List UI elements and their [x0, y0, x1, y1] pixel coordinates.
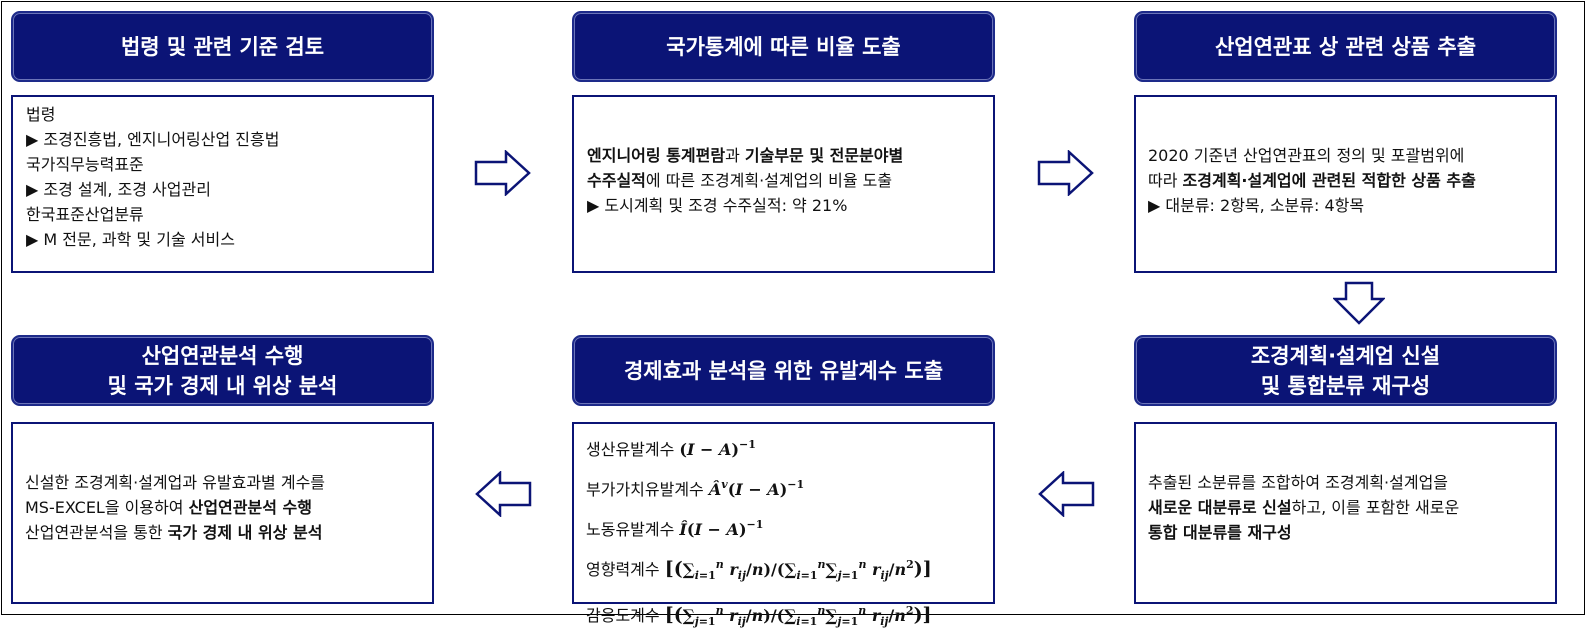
step3-line2: 따라 조경계획·설계업에 관련된 적합한 상품 추출: [1148, 168, 1476, 193]
step2-text: 에 따른 조경계획·설계업의 비율 도출: [645, 171, 893, 190]
step1-line: ▶ M 전문, 과학 및 기술 서비스: [26, 230, 235, 249]
diagram-frame: [1, 1, 1585, 615]
step6-text: 산업연관분석을 통한: [25, 523, 168, 542]
step4-emph: 통합 대분류를 재구성: [1148, 523, 1292, 542]
step4-box: 추출된 소분류를 조합하여 조경계획·설계업을 새로운 대분류로 신설하고, 이…: [1134, 422, 1557, 604]
step6-emph: 국가 경제 내 위상 분석: [167, 523, 323, 542]
step4-text: 하고, 이를 포함한 새로운: [1291, 498, 1460, 517]
step4-title-line1: 조경계획·설계업 신설: [1250, 343, 1441, 368]
arrow-right-icon: [1037, 150, 1094, 196]
step3-emph: 조경계획·설계업에 관련된 적합한 상품 추출: [1182, 171, 1476, 190]
step1-title: 법령 및 관련 기준 검토: [120, 34, 325, 59]
arrow-left-icon: [475, 471, 532, 517]
step5-title: 경제효과 분석을 위한 유발계수 도출: [623, 358, 944, 383]
step1-line: ▶ 조경 설계, 조경 사업관리: [26, 180, 211, 199]
step6-title-line2: 및 국가 경제 내 위상 분석: [107, 373, 338, 398]
coef-production: 생산유발계수 (I − A)−1: [586, 427, 932, 467]
arrow-down-icon: [1333, 281, 1385, 325]
step2-line3: ▶ 도시계획 및 조경 수주실적: 약 21%: [587, 196, 848, 215]
formula-sensitivity: [(∑j=1n rij/n)/(∑i=1n∑j=1n rij/n2)]: [664, 604, 932, 628]
step3-title: 산업연관표 상 관련 상품 추출: [1214, 34, 1477, 59]
step1-line: 국가직무능력표준: [26, 155, 144, 174]
step3-line3: ▶ 대분류: 2항목, 소분류: 4항목: [1148, 196, 1365, 215]
formula-influence: [(∑i=1n rij/n)/(∑i=1n∑j=1n rij/n2)]: [664, 558, 932, 582]
coef-label: 생산유발계수: [586, 440, 675, 459]
step6-header: 산업연관분석 수행 및 국가 경제 내 위상 분석: [11, 335, 434, 406]
step2-box: 엔지니어링 통계편람과 기술부문 및 전문분야별 수주실적에 따른 조경계획·설…: [572, 95, 995, 273]
step6-text: MS-EXCEL을 이용하여: [25, 498, 189, 517]
step2-emph: 수주실적: [587, 171, 646, 190]
arrow-left-icon: [1038, 471, 1095, 517]
formula-value-added: Âv(I − A)−1: [708, 478, 805, 499]
step2-line1: 엔지니어링 통계편람과 기술부문 및 전문분야별: [587, 143, 903, 168]
step1-line: ▶ 조경진흥법, 엔지니어링산업 진흥법: [26, 130, 280, 149]
step4-line2: 새로운 대분류로 신설하고, 이를 포함한 새로운: [1148, 495, 1459, 520]
step5-box: 생산유발계수 (I − A)−1 부가가치유발계수 Âv(I − A)−1 노동…: [572, 422, 995, 628]
step2-emph: 엔지니어링 통계편람: [587, 146, 726, 165]
step3-box: 2020 기준년 산업연관표의 정의 및 포괄범위에 따라 조경계획·설계업에 …: [1134, 95, 1557, 273]
step6-line2: MS-EXCEL을 이용하여 산업연관분석 수행: [25, 495, 325, 520]
step6-box: 신설한 조경계획·설계업과 유발효과별 계수를 MS-EXCEL을 이용하여 산…: [11, 422, 434, 604]
step2-title: 국가통계에 따른 비율 도출: [666, 34, 901, 59]
coef-value-added: 부가가치유발계수 Âv(I − A)−1: [586, 467, 932, 507]
step5-header: 경제효과 분석을 위한 유발계수 도출: [572, 335, 995, 406]
step6-line1: 신설한 조경계획·설계업과 유발효과별 계수를: [25, 473, 326, 492]
step3-line1: 2020 기준년 산업연관표의 정의 및 포괄범위에: [1148, 146, 1465, 165]
step4-line3: 통합 대분류를 재구성: [1148, 520, 1459, 545]
formula-labor: Î(I − A)−1: [679, 518, 764, 539]
step4-title-line2: 및 통합분류 재구성: [1260, 373, 1431, 398]
step6-emph: 산업연관분석 수행: [188, 498, 312, 517]
step2-line2: 수주실적에 따른 조경계획·설계업의 비율 도출: [587, 168, 903, 193]
step6-line3: 산업연관분석을 통한 국가 경제 내 위상 분석: [25, 520, 325, 545]
coef-label: 감응도계수: [586, 606, 660, 625]
step1-line: 법령: [26, 105, 56, 124]
step2-header: 국가통계에 따른 비율 도출: [572, 11, 995, 82]
coef-sensitivity: 감응도계수 [(∑j=1n rij/n)/(∑i=1n∑j=1n rij/n2)…: [586, 593, 932, 639]
step2-emph: 기술부문 및 전문분야별: [744, 146, 904, 165]
step1-line: 한국표준산업분류: [26, 205, 144, 224]
step4-emph: 새로운 대분류로 신설: [1148, 498, 1292, 517]
step3-text: 따라: [1148, 171, 1183, 190]
step3-header: 산업연관표 상 관련 상품 추출: [1134, 11, 1557, 82]
coef-label: 노동유발계수: [586, 520, 675, 539]
step4-header: 조경계획·설계업 신설 및 통합분류 재구성: [1134, 335, 1557, 406]
formula-production: (I − A)−1: [679, 438, 756, 459]
coef-label: 부가가치유발계수: [586, 480, 704, 499]
step4-line1: 추출된 소분류를 조합하여 조경계획·설계업을: [1148, 473, 1449, 492]
step2-text: 과: [725, 146, 745, 165]
coef-influence: 영향력계수 [(∑i=1n rij/n)/(∑i=1n∑j=1n rij/n2)…: [586, 547, 932, 593]
step6-title-line1: 산업연관분석 수행: [141, 343, 304, 368]
step1-header: 법령 및 관련 기준 검토: [11, 11, 434, 82]
coef-labor: 노동유발계수 Î(I − A)−1: [586, 507, 932, 547]
coef-label: 영향력계수: [586, 560, 660, 579]
step1-box: 법령 ▶ 조경진흥법, 엔지니어링산업 진흥법 국가직무능력표준 ▶ 조경 설계…: [11, 95, 434, 273]
arrow-right-icon: [474, 150, 531, 196]
